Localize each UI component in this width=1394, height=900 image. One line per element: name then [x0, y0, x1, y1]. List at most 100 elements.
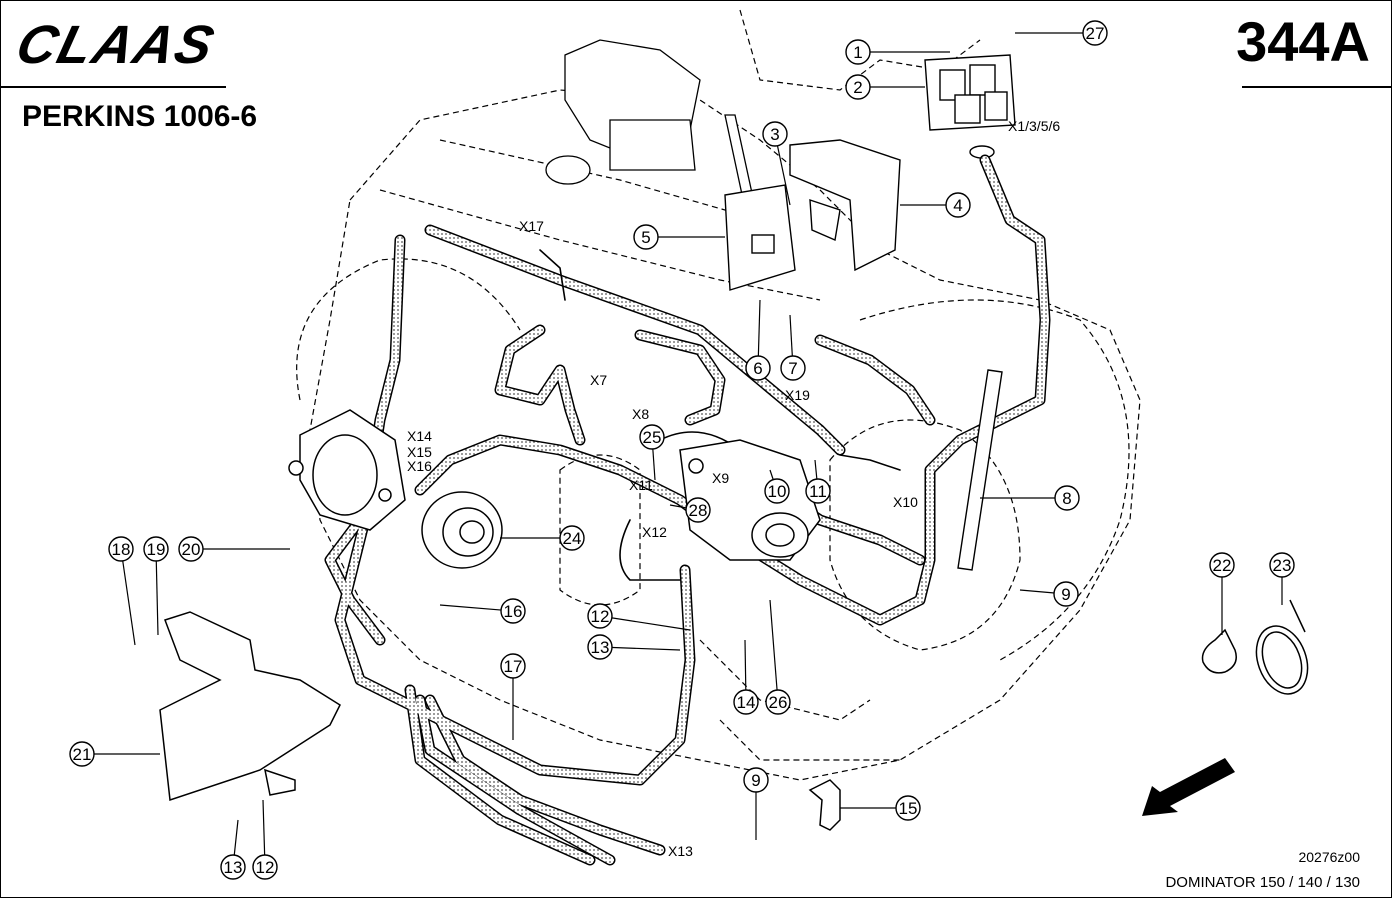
callout-7: 7 [780, 355, 806, 381]
mounting-bracket [724, 184, 796, 291]
callout-23: 23 [1269, 552, 1295, 578]
callout-28: 28 [685, 497, 711, 523]
callout-number: 27 [1086, 24, 1105, 43]
callout-circle [1269, 552, 1295, 578]
leader-line [599, 615, 691, 631]
starter-motor [288, 409, 406, 531]
connector-label-x19: X19 [785, 387, 810, 403]
connector-label-x11: X11 [629, 477, 653, 493]
callout-24: 24 [559, 525, 585, 551]
connector-label-x15: X15 [407, 444, 432, 460]
callout-circle [639, 424, 665, 450]
connector-label-x16: X16 [407, 458, 432, 474]
callout-8: 8 [1054, 485, 1080, 511]
callout-number: 13 [591, 638, 610, 657]
callout-4: 4 [945, 192, 971, 218]
callout-number: 14 [737, 693, 756, 712]
cable-clip [1201, 628, 1237, 674]
model-line: DOMINATOR 150 / 140 / 130 [1165, 874, 1360, 891]
callout-14: 14 [733, 689, 759, 715]
callout-circle [1082, 20, 1108, 46]
cable-tie [1255, 599, 1309, 695]
engine-outline [296, 9, 1141, 781]
callout-circle [1054, 485, 1080, 511]
strap-bracket [957, 369, 1003, 571]
callout-number: 9 [1061, 585, 1070, 604]
callout-2: 2 [845, 74, 871, 100]
callout-number: 5 [641, 228, 650, 247]
callout-circle [945, 192, 971, 218]
callout-19: 19 [143, 536, 169, 562]
callout-circle [1053, 581, 1079, 607]
engine-label: PERKINS 1006-6 [22, 100, 258, 133]
page-code: 344A [1236, 10, 1370, 73]
callout-circle [633, 224, 659, 250]
callout-number: 15 [899, 799, 918, 818]
callout-5: 5 [633, 224, 659, 250]
callout-1: 1 [845, 39, 871, 65]
connector-label-x14: X14 [407, 428, 432, 444]
callout-number: 25 [643, 428, 662, 447]
callout-circle [1209, 552, 1235, 578]
connector-label-x12: X12 [642, 524, 667, 540]
wiring-harness [324, 154, 1051, 866]
callout-number: 26 [769, 693, 788, 712]
callout-circle [895, 795, 921, 821]
callout-circle [108, 536, 134, 562]
direction-arrow [1142, 758, 1235, 816]
relay-box [924, 54, 1016, 159]
callout-number: 22 [1213, 556, 1232, 575]
callout-25: 25 [639, 424, 665, 450]
callout-number: 23 [1273, 556, 1292, 575]
callout-number: 18 [112, 540, 131, 559]
leader-line [155, 548, 159, 636]
callout-number: 2 [853, 78, 862, 97]
callout-number: 24 [563, 529, 582, 548]
callout-number: 21 [73, 745, 92, 764]
callout-12: 12 [587, 603, 613, 629]
connector-label-x7: X7 [590, 372, 607, 388]
callout-number: 16 [504, 602, 523, 621]
callout-number: 1 [853, 43, 862, 62]
drawing-number: 20276z00 [1298, 849, 1360, 865]
leader-line [769, 599, 779, 703]
callout-circle [765, 689, 791, 715]
callout-number: 8 [1062, 489, 1071, 508]
callout-circle [69, 741, 95, 767]
callout-13: 13 [587, 634, 613, 660]
callout-circle [743, 767, 769, 793]
cover-plate [789, 139, 901, 272]
callout-circle [805, 478, 831, 504]
callout-3: 3 [762, 121, 788, 147]
protective-sheet [159, 611, 341, 802]
callout-12: 12 [252, 854, 278, 880]
callout-number: 13 [224, 858, 243, 877]
callout-circle [587, 634, 613, 660]
callout-circle [252, 854, 278, 880]
callout-number: 19 [147, 540, 166, 559]
callout-circle [220, 854, 246, 880]
callout-15: 15 [895, 795, 921, 821]
callout-number: 9 [751, 771, 760, 790]
callout-21: 21 [69, 741, 95, 767]
callout-27: 27 [1082, 20, 1108, 46]
callout-10: 10 [764, 478, 790, 504]
connector-label-x8: X8 [632, 406, 649, 422]
leader-line [599, 646, 681, 651]
connector-label-x9: X9 [712, 470, 729, 486]
connector-label-group: X1/3/5/6X7X8X9X10X11X12X13X14X15X16X17X1… [407, 118, 1060, 859]
callout-13: 13 [220, 854, 246, 880]
callout-number: 11 [809, 482, 827, 501]
callout-number: 12 [591, 607, 610, 626]
callout-17: 17 [500, 653, 526, 679]
callout-number: 7 [788, 359, 797, 378]
callout-number: 20 [182, 540, 201, 559]
pulley [421, 491, 503, 569]
alternator [679, 439, 821, 561]
callout-9: 9 [743, 767, 769, 793]
callout-circle [143, 536, 169, 562]
callout-18: 18 [108, 536, 134, 562]
callout-number: 12 [256, 858, 275, 877]
